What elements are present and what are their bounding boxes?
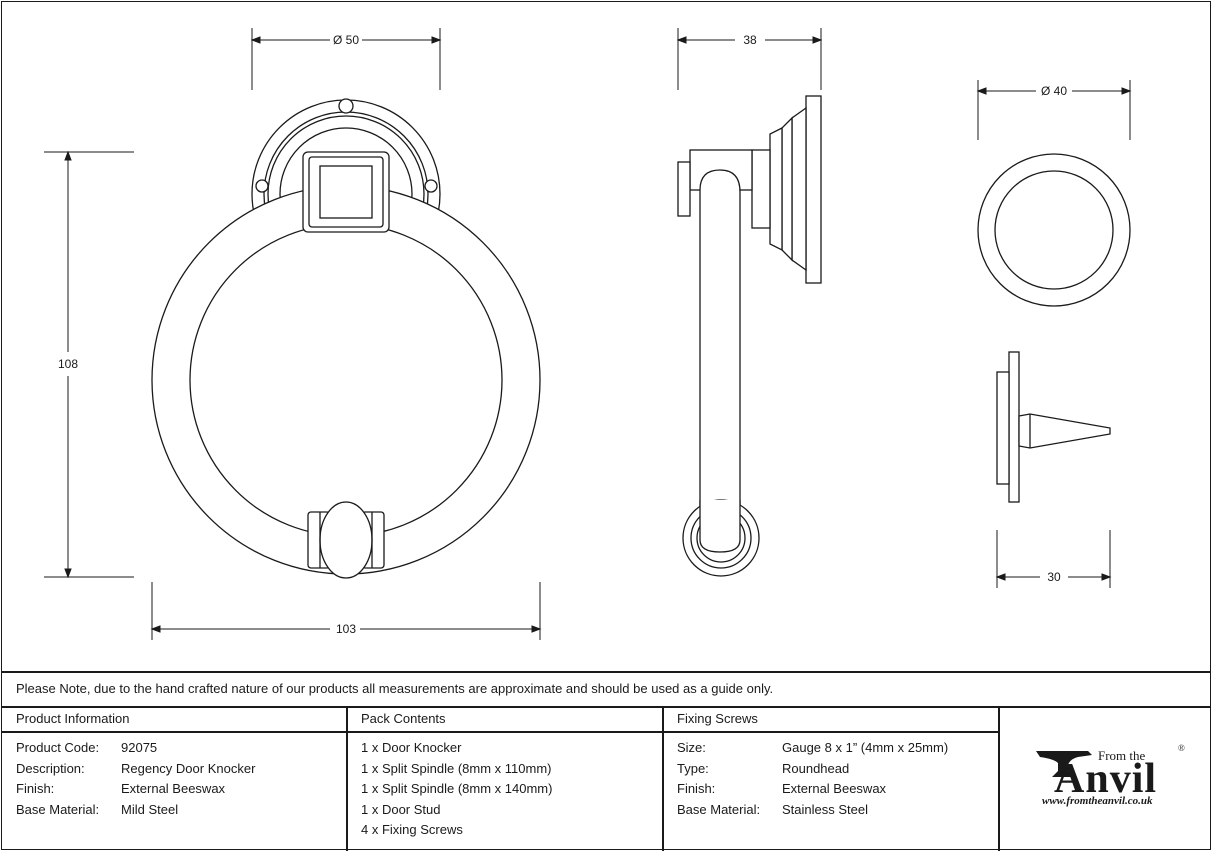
fixing-screws-header: Fixing Screws bbox=[677, 711, 758, 726]
dim-label-side-depth: 38 bbox=[743, 33, 757, 47]
note-divider bbox=[1, 671, 1211, 673]
fixing-screws-labels: Size: Type: Finish: Base Material: bbox=[677, 738, 760, 820]
header-bottom-line bbox=[1, 731, 999, 733]
dim-label-ring-width: 103 bbox=[336, 622, 356, 636]
fixing-screws-values: Gauge 8 x 1” (4mm x 25mm) Roundhead Exte… bbox=[782, 738, 948, 820]
label-size: Size: bbox=[677, 740, 706, 755]
from-the-anvil-logo: From the ® Anvil www.fromtheanvil.co.uk bbox=[1000, 733, 1210, 851]
pack-contents-list: 1 x Door Knocker 1 x Split Spindle (8mm … bbox=[361, 738, 552, 841]
label-type: Type: bbox=[677, 760, 709, 776]
pack-item: 1 x Door Stud bbox=[361, 801, 441, 817]
pack-item: 4 x Fixing Screws bbox=[361, 822, 463, 837]
logo-prefix: From the bbox=[1098, 748, 1146, 763]
product-info-values: 92075 Regency Door Knocker External Bees… bbox=[121, 738, 255, 820]
logo-url: www.fromtheanvil.co.uk bbox=[1042, 795, 1153, 807]
label-finish: Finish: bbox=[16, 781, 55, 796]
label-description: Description: bbox=[16, 760, 85, 776]
pack-item: 1 x Split Spindle (8mm x 140mm) bbox=[361, 781, 553, 796]
pack-item: 1 x Split Spindle (8mm x 110mm) bbox=[361, 760, 552, 776]
door-stud-side-view bbox=[996, 351, 1111, 503]
front-view-knocker bbox=[151, 98, 541, 579]
logo-registered: ® bbox=[1178, 743, 1185, 753]
stud-dimension-lines bbox=[976, 80, 1132, 588]
value-size: Gauge 8 x 1” (4mm x 25mm) bbox=[782, 740, 949, 755]
anvil-icon bbox=[1036, 751, 1092, 777]
label-screw-finish: Finish: bbox=[677, 781, 716, 796]
value-base-material: Mild Steel bbox=[121, 801, 179, 817]
measurement-note: Please Note, due to the hand crafted nat… bbox=[16, 681, 774, 696]
value-description: Regency Door Knocker bbox=[121, 760, 256, 776]
value-product-code: 92075 bbox=[121, 740, 158, 755]
logo-name: Anvil bbox=[1054, 756, 1158, 802]
side-view-knocker bbox=[677, 95, 822, 577]
dim-label-height: 108 bbox=[58, 357, 78, 371]
label-base-material: Base Material: bbox=[16, 801, 100, 817]
col-divider-1 bbox=[346, 706, 348, 851]
door-stud-front-view bbox=[977, 153, 1131, 307]
label-screw-material: Base Material: bbox=[677, 801, 761, 817]
table-top-line bbox=[1, 706, 1211, 708]
pack-item: 1 x Door Knocker bbox=[361, 740, 462, 755]
dim-label-stud-diameter: Ø 40 bbox=[1041, 84, 1067, 98]
product-info-labels: Product Code: Description: Finish: Base … bbox=[16, 738, 99, 820]
front-dimension-lines bbox=[44, 28, 542, 640]
value-screw-material: Stainless Steel bbox=[782, 801, 868, 817]
col-divider-3 bbox=[998, 706, 1000, 851]
value-type: Roundhead bbox=[782, 760, 850, 776]
value-screw-finish: External Beeswax bbox=[782, 781, 887, 796]
value-finish: External Beeswax bbox=[121, 781, 226, 796]
dim-label-front-width: Ø 50 bbox=[333, 33, 359, 47]
pack-contents-header: Pack Contents bbox=[361, 711, 446, 726]
product-info-header: Product Information bbox=[16, 711, 130, 726]
col-divider-2 bbox=[662, 706, 664, 851]
label-product-code: Product Code: bbox=[16, 740, 100, 755]
side-dimension-lines bbox=[676, 28, 823, 90]
dim-label-stud-depth: 30 bbox=[1047, 570, 1061, 584]
